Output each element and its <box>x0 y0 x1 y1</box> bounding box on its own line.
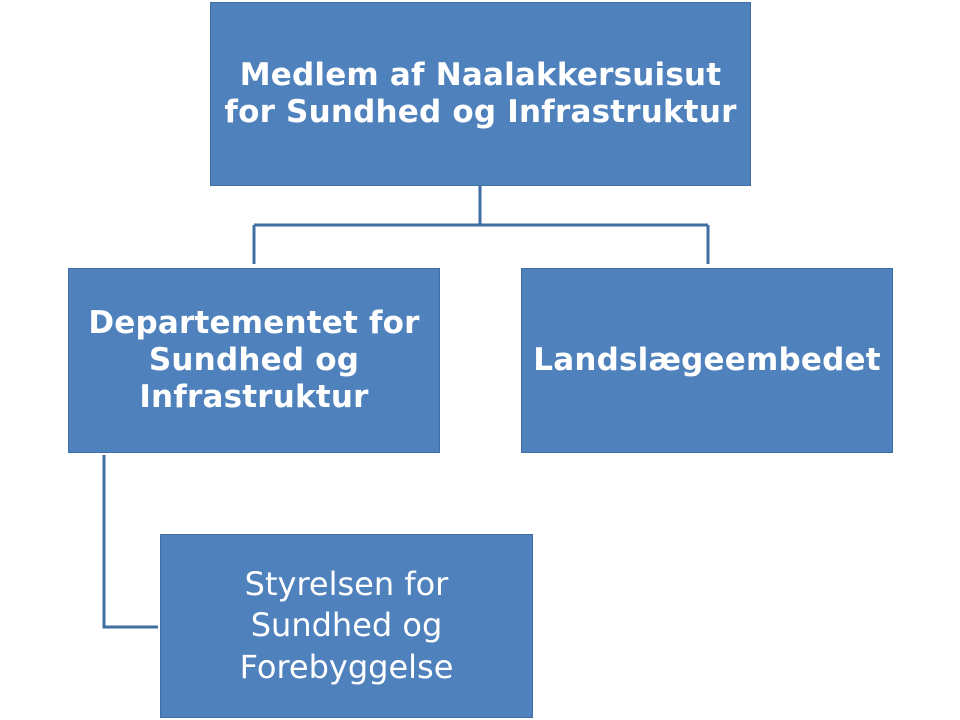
node-styrelsen-line-2: Sundhed og <box>250 606 443 645</box>
node-styrelsen-line-1: Styrelsen for <box>244 564 449 603</box>
node-landslaegeembedet-line-1: Landslægeembedet <box>533 341 881 378</box>
node-department: Departementet for Sundhed og Infrastrukt… <box>68 268 440 453</box>
node-department-line-3: Infrastruktur <box>139 379 369 416</box>
node-styrelsen: Styrelsen for Sundhed og Forebyggelse <box>160 534 533 718</box>
node-landslaegeembedet: Landslægeembedet <box>521 268 893 453</box>
connector-top-to-branches <box>252 186 710 264</box>
node-department-line-1: Departementet for <box>88 304 420 341</box>
node-minister-line-1: Medlem af Naalakkersuisut <box>239 56 722 93</box>
node-minister: Medlem af Naalakkersuisut for Sundhed og… <box>210 2 751 186</box>
node-minister-line-2: for Sundhed og Infrastruktur <box>224 94 737 130</box>
node-styrelsen-line-3: Forebyggelse <box>239 647 454 686</box>
node-department-line-2: Sundhed og <box>148 341 360 378</box>
connector-department-to-styrelsen <box>102 455 158 629</box>
